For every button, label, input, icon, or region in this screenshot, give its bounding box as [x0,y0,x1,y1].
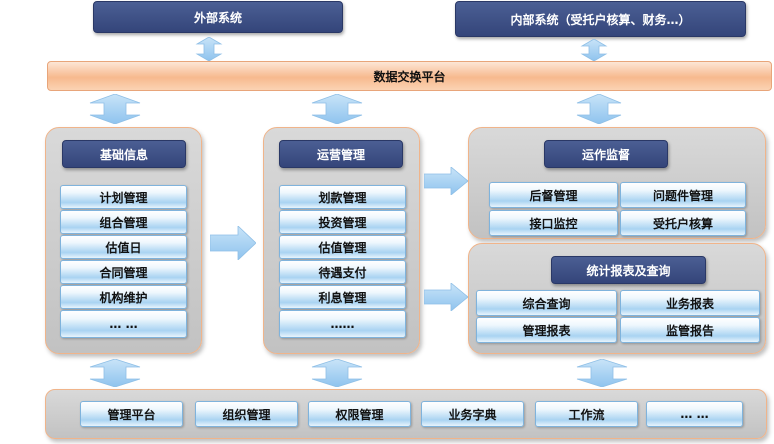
ops-item-investment[interactable]: 投资管理 [279,210,406,234]
stats-item-management-report[interactable]: 管理报表 [476,317,617,343]
double-arrow-external [195,37,223,61]
double-arrow-ops-bottom [311,359,363,387]
basic-item-label: 机构维护 [99,290,148,305]
internal-system-box: 内部系统（受托户核算、财务…） [455,1,746,37]
double-arrow-stats-bottom [576,359,628,387]
ops-item-benefit-payment[interactable]: 待遇支付 [279,260,406,284]
monitor-item-label: 后督管理 [529,188,578,203]
platform-item-dictionary[interactable]: 业务字典 [421,401,524,427]
ops-item-label: 投资管理 [318,215,367,230]
double-arrow-basic-bottom [89,359,141,387]
ops-item-more[interactable]: …… [279,310,406,338]
data-exchange-label: 数据交换平台 [373,69,446,84]
right-arrow-ops-to-monitor [424,167,468,195]
ops-item-label: 待遇支付 [318,265,367,280]
stats-title: 统计报表及查询 [551,256,706,284]
monitor-item-label: 受托户核算 [652,216,713,231]
basic-item-label: 合同管理 [99,265,148,280]
internal-system-label: 内部系统（受托户核算、财务…） [510,12,691,27]
basic-item-contract[interactable]: 合同管理 [60,260,187,284]
ops-item-label: 估值管理 [318,240,367,255]
basic-item-portfolio[interactable]: 组合管理 [60,210,187,234]
platform-item-label: 权限管理 [335,407,384,422]
stats-item-query[interactable]: 综合查询 [476,290,617,316]
platform-item-workflow[interactable]: 工作流 [535,401,638,427]
monitor-item-post-supervision[interactable]: 后督管理 [489,182,618,208]
basic-item-label: 估值日 [105,240,142,255]
platform-item-label: 组织管理 [222,407,271,422]
monitor-item-label: 接口监控 [529,216,578,231]
stats-title-label: 统计报表及查询 [586,263,671,278]
ops-item-label: 划款管理 [318,190,367,205]
data-exchange-platform: 数据交换平台 [47,61,772,91]
basic-item-valuation-day[interactable]: 估值日 [60,235,187,259]
stats-item-label: 管理报表 [522,323,571,338]
ops-title: 运营管理 [279,140,403,168]
basic-info-title: 基础信息 [62,140,186,168]
platform-item-organization[interactable]: 组织管理 [195,401,298,427]
external-system-box: 外部系统 [93,1,343,33]
monitor-title: 运作监督 [544,140,668,168]
right-arrow-ops-to-stats [424,283,468,311]
external-system-label: 外部系统 [193,10,242,25]
basic-item-more[interactable]: … … [60,310,187,338]
basic-info-title-label: 基础信息 [99,147,148,162]
basic-item-label: 组合管理 [99,215,148,230]
platform-item-label: … … [680,407,709,421]
stats-item-label: 业务报表 [665,296,714,311]
platform-item-label: 业务字典 [448,407,497,422]
monitor-item-label: 问题件管理 [652,188,713,203]
stats-item-regulatory-report[interactable]: 监管报告 [620,317,760,343]
ops-item-valuation[interactable]: 估值管理 [279,235,406,259]
double-arrow-ops [311,94,363,124]
stats-item-label: 监管报告 [665,323,714,338]
double-arrow-basic [89,94,141,124]
ops-item-interest[interactable]: 利息管理 [279,285,406,309]
ops-title-label: 运营管理 [316,147,365,162]
basic-item-institution[interactable]: 机构维护 [60,285,187,309]
stats-item-label: 综合查询 [522,296,571,311]
basic-item-plan[interactable]: 计划管理 [60,185,187,209]
platform-item-permission[interactable]: 权限管理 [308,401,411,427]
ops-item-label: …… [330,317,355,331]
platform-item-management[interactable]: 管理平台 [80,401,183,427]
platform-item-label: 管理平台 [107,407,156,422]
platform-item-label: 工作流 [568,407,605,422]
double-arrow-internal [580,39,608,61]
platform-item-more[interactable]: … … [646,401,743,427]
basic-item-label: … … [109,317,138,331]
monitor-item-issue[interactable]: 问题件管理 [620,182,746,208]
ops-item-label: 利息管理 [318,290,367,305]
double-arrow-monitor [576,94,622,124]
ops-item-transfer[interactable]: 划款管理 [279,185,406,209]
monitor-item-interface[interactable]: 接口监控 [489,210,618,236]
stats-item-business-report[interactable]: 业务报表 [620,290,760,316]
right-arrow-basic-to-ops [210,226,256,260]
monitor-item-trust-account[interactable]: 受托户核算 [620,210,746,236]
monitor-title-label: 运作监督 [581,147,630,162]
basic-item-label: 计划管理 [99,190,148,205]
